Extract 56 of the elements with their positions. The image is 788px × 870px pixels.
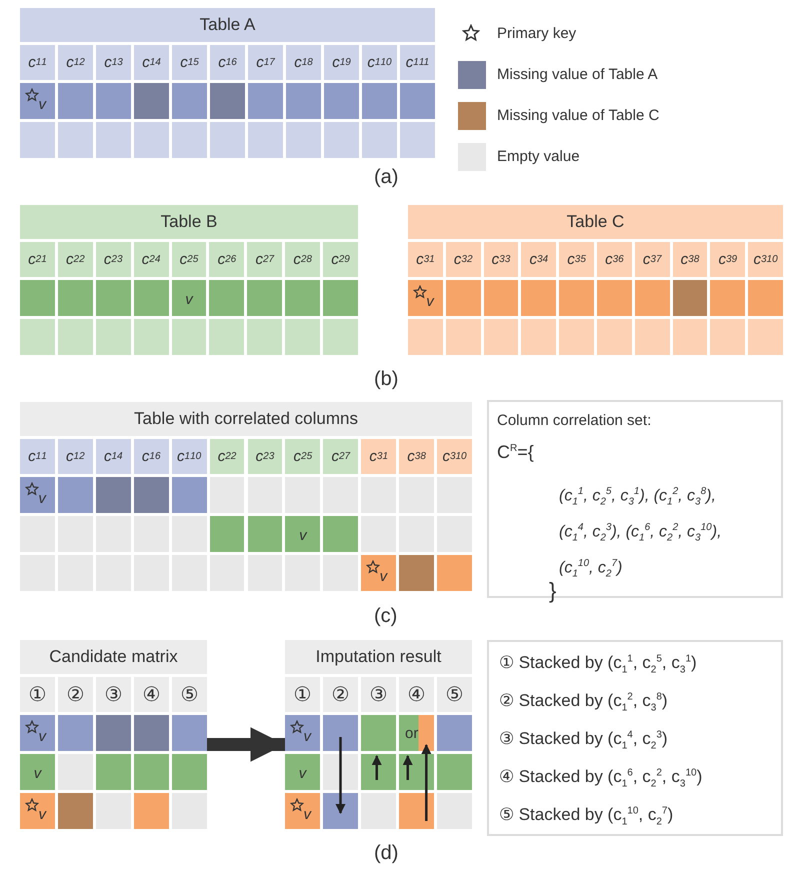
formula-text: C$^{R}$={	[497, 442, 534, 463]
value-text: v	[34, 765, 42, 782]
legend-box	[487, 640, 783, 836]
legend-text: Primary key	[497, 25, 576, 42]
column-header: ①	[20, 677, 55, 712]
column-header: ②	[58, 677, 93, 712]
table-title: Table A	[20, 8, 435, 42]
value-text: v	[304, 806, 311, 823]
list-item: ① Stacked by (c$_{1}$$^{1}$, c$_{2}$$^{5}$, c$_{3}$$^{1}$)	[499, 652, 697, 676]
value-text: v	[298, 765, 306, 782]
table	[20, 205, 358, 355]
value-text: v	[299, 527, 307, 544]
table-title: Candidate matrix	[20, 640, 207, 674]
legend-text: Missing value of Table A	[497, 66, 658, 83]
table	[285, 640, 472, 829]
legend-text: Empty value	[497, 148, 580, 165]
formula-text: (c$_{1}$$^{10}$, c$_{2}$$^{7}$)	[559, 558, 622, 580]
value-text: v	[304, 728, 311, 745]
panel-label: (d)	[374, 842, 398, 865]
list-item: ② Stacked by (c$_{1}$$^{2}$, c$_{3}$$^{8}$)	[499, 690, 668, 714]
formula-text: (c$_{1}$$^{1}$, c$_{2}$$^{5}$, c$_{3}$$^{1}$), (c$_{1}$$^{2}$, c$_{3}$$^{8}$),	[559, 486, 716, 508]
list-item: ⑤ Stacked by (c$_{1}$$^{10}$, c$_{2}$$^{7}$)	[499, 804, 674, 828]
formula-text: (c$_{1}$$^{4}$, c$_{2}$$^{3}$), (c$_{1}$$^{6}$, c$_{2}$$^{2}$, c$_{3}$$^{10}$),	[559, 522, 722, 544]
list-item: ③ Stacked by (c$_{1}$$^{4}$, c$_{2}$$^{3}$)	[499, 728, 668, 752]
table-title: Table B	[20, 205, 358, 239]
table	[20, 402, 472, 591]
table-title: Imputation result	[285, 640, 472, 674]
table	[20, 8, 435, 158]
cell-text: or	[405, 724, 418, 742]
table	[20, 640, 207, 829]
list-item: ④ Stacked by (c$_{1}$$^{6}$, c$_{2}$$^{2}$, c$_{3}$$^{10}$)	[499, 766, 702, 790]
legend-text: Missing value of Table C	[497, 107, 660, 124]
column-header: ⑤	[172, 677, 207, 712]
value-text: v	[380, 568, 388, 585]
formula-text: }	[549, 578, 556, 604]
panel-label: (c)	[374, 605, 398, 628]
table-title: Table with correlated columns	[20, 402, 472, 436]
column-header: ④	[134, 677, 169, 712]
value-text: v	[38, 96, 46, 113]
column-header: ③	[361, 677, 396, 712]
column-header: ⑤	[437, 677, 472, 712]
table	[408, 205, 783, 355]
column-header: ④	[399, 677, 434, 712]
column-header: ②	[323, 677, 358, 712]
panel-label: (a)	[374, 166, 398, 189]
value-text: v	[38, 728, 46, 745]
value-text: v	[185, 291, 193, 308]
value-text: v	[38, 806, 46, 823]
box-heading: Column correlation set:	[497, 412, 652, 429]
panel-label: (b)	[374, 368, 398, 391]
value-text: v	[426, 293, 434, 310]
table-title: Table C	[408, 205, 783, 239]
column-header: ③	[96, 677, 131, 712]
arrow	[207, 727, 285, 762]
value-text: v	[38, 490, 46, 507]
column-header: ①	[285, 677, 320, 712]
